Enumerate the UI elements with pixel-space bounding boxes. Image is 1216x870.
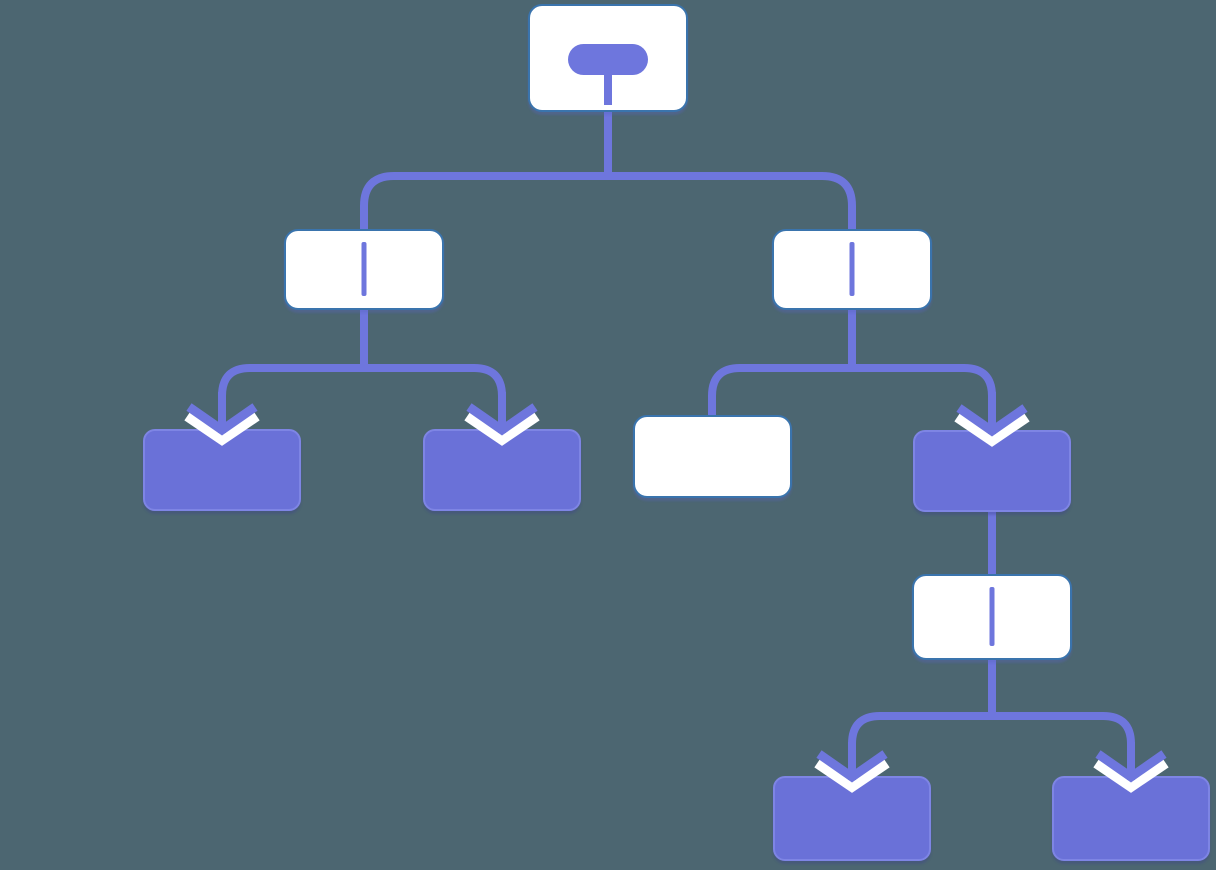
branch-node-right[interactable] <box>772 229 932 310</box>
leaf-node-1[interactable] <box>143 429 301 511</box>
root-node[interactable] <box>528 4 688 112</box>
connector-bottom-split <box>848 712 1135 748</box>
empty-card-node[interactable] <box>633 415 792 498</box>
vertical-bar-placeholder <box>361 242 367 296</box>
leaf-node-2[interactable] <box>423 429 581 511</box>
pill-stem <box>604 73 612 105</box>
leaf-node-4[interactable] <box>773 776 931 861</box>
connector-left-split <box>218 364 506 398</box>
vertical-bar-placeholder <box>989 587 995 646</box>
vertical-bar-placeholder <box>849 242 855 296</box>
connector-right-split <box>708 364 996 419</box>
connector-root-split <box>360 172 856 232</box>
leaf-node-5[interactable] <box>1052 776 1210 861</box>
pill-placeholder <box>568 44 648 75</box>
branch-node-left[interactable] <box>284 229 444 310</box>
leaf-node-3[interactable] <box>913 430 1071 512</box>
branch-node-bottom[interactable] <box>912 574 1072 660</box>
